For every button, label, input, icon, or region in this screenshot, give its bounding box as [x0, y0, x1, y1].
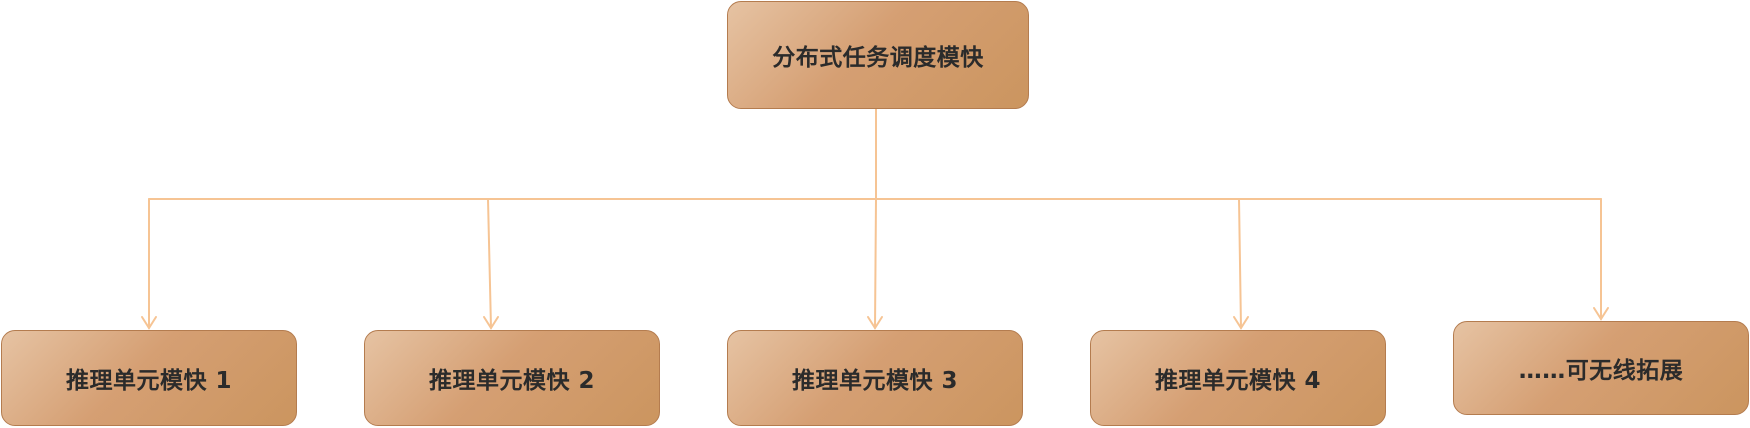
- arrowhead-2: [483, 316, 499, 330]
- connector-drop-4: [1238, 198, 1242, 329]
- child-node-label: 推理单元模快 1: [65, 368, 232, 394]
- child-node-label: 推理单元模快 3: [791, 368, 958, 394]
- arrowhead-3: [867, 316, 883, 330]
- arrowhead-4: [1233, 316, 1249, 330]
- arrowhead-5: [1593, 307, 1609, 321]
- arrowhead-1: [141, 316, 157, 330]
- root-node: 分布式任务调度模快: [727, 1, 1029, 109]
- child-node-1: 推理单元模快 1: [1, 330, 297, 426]
- child-node-label: ……可无线拓展: [1518, 358, 1684, 384]
- child-node-3: 推理单元模快 3: [727, 330, 1023, 426]
- root-node-label: 分布式任务调度模快: [772, 45, 984, 71]
- child-node-label: 推理单元模快 2: [428, 368, 595, 394]
- connector-drop-3: [874, 198, 877, 329]
- child-node-4: 推理单元模快 4: [1090, 330, 1386, 426]
- child-node-label: 推理单元模快 4: [1154, 368, 1321, 394]
- child-node-2: 推理单元模快 2: [364, 330, 660, 426]
- child-node-extend: ……可无线拓展: [1453, 321, 1749, 415]
- connector-drop-2: [487, 198, 492, 329]
